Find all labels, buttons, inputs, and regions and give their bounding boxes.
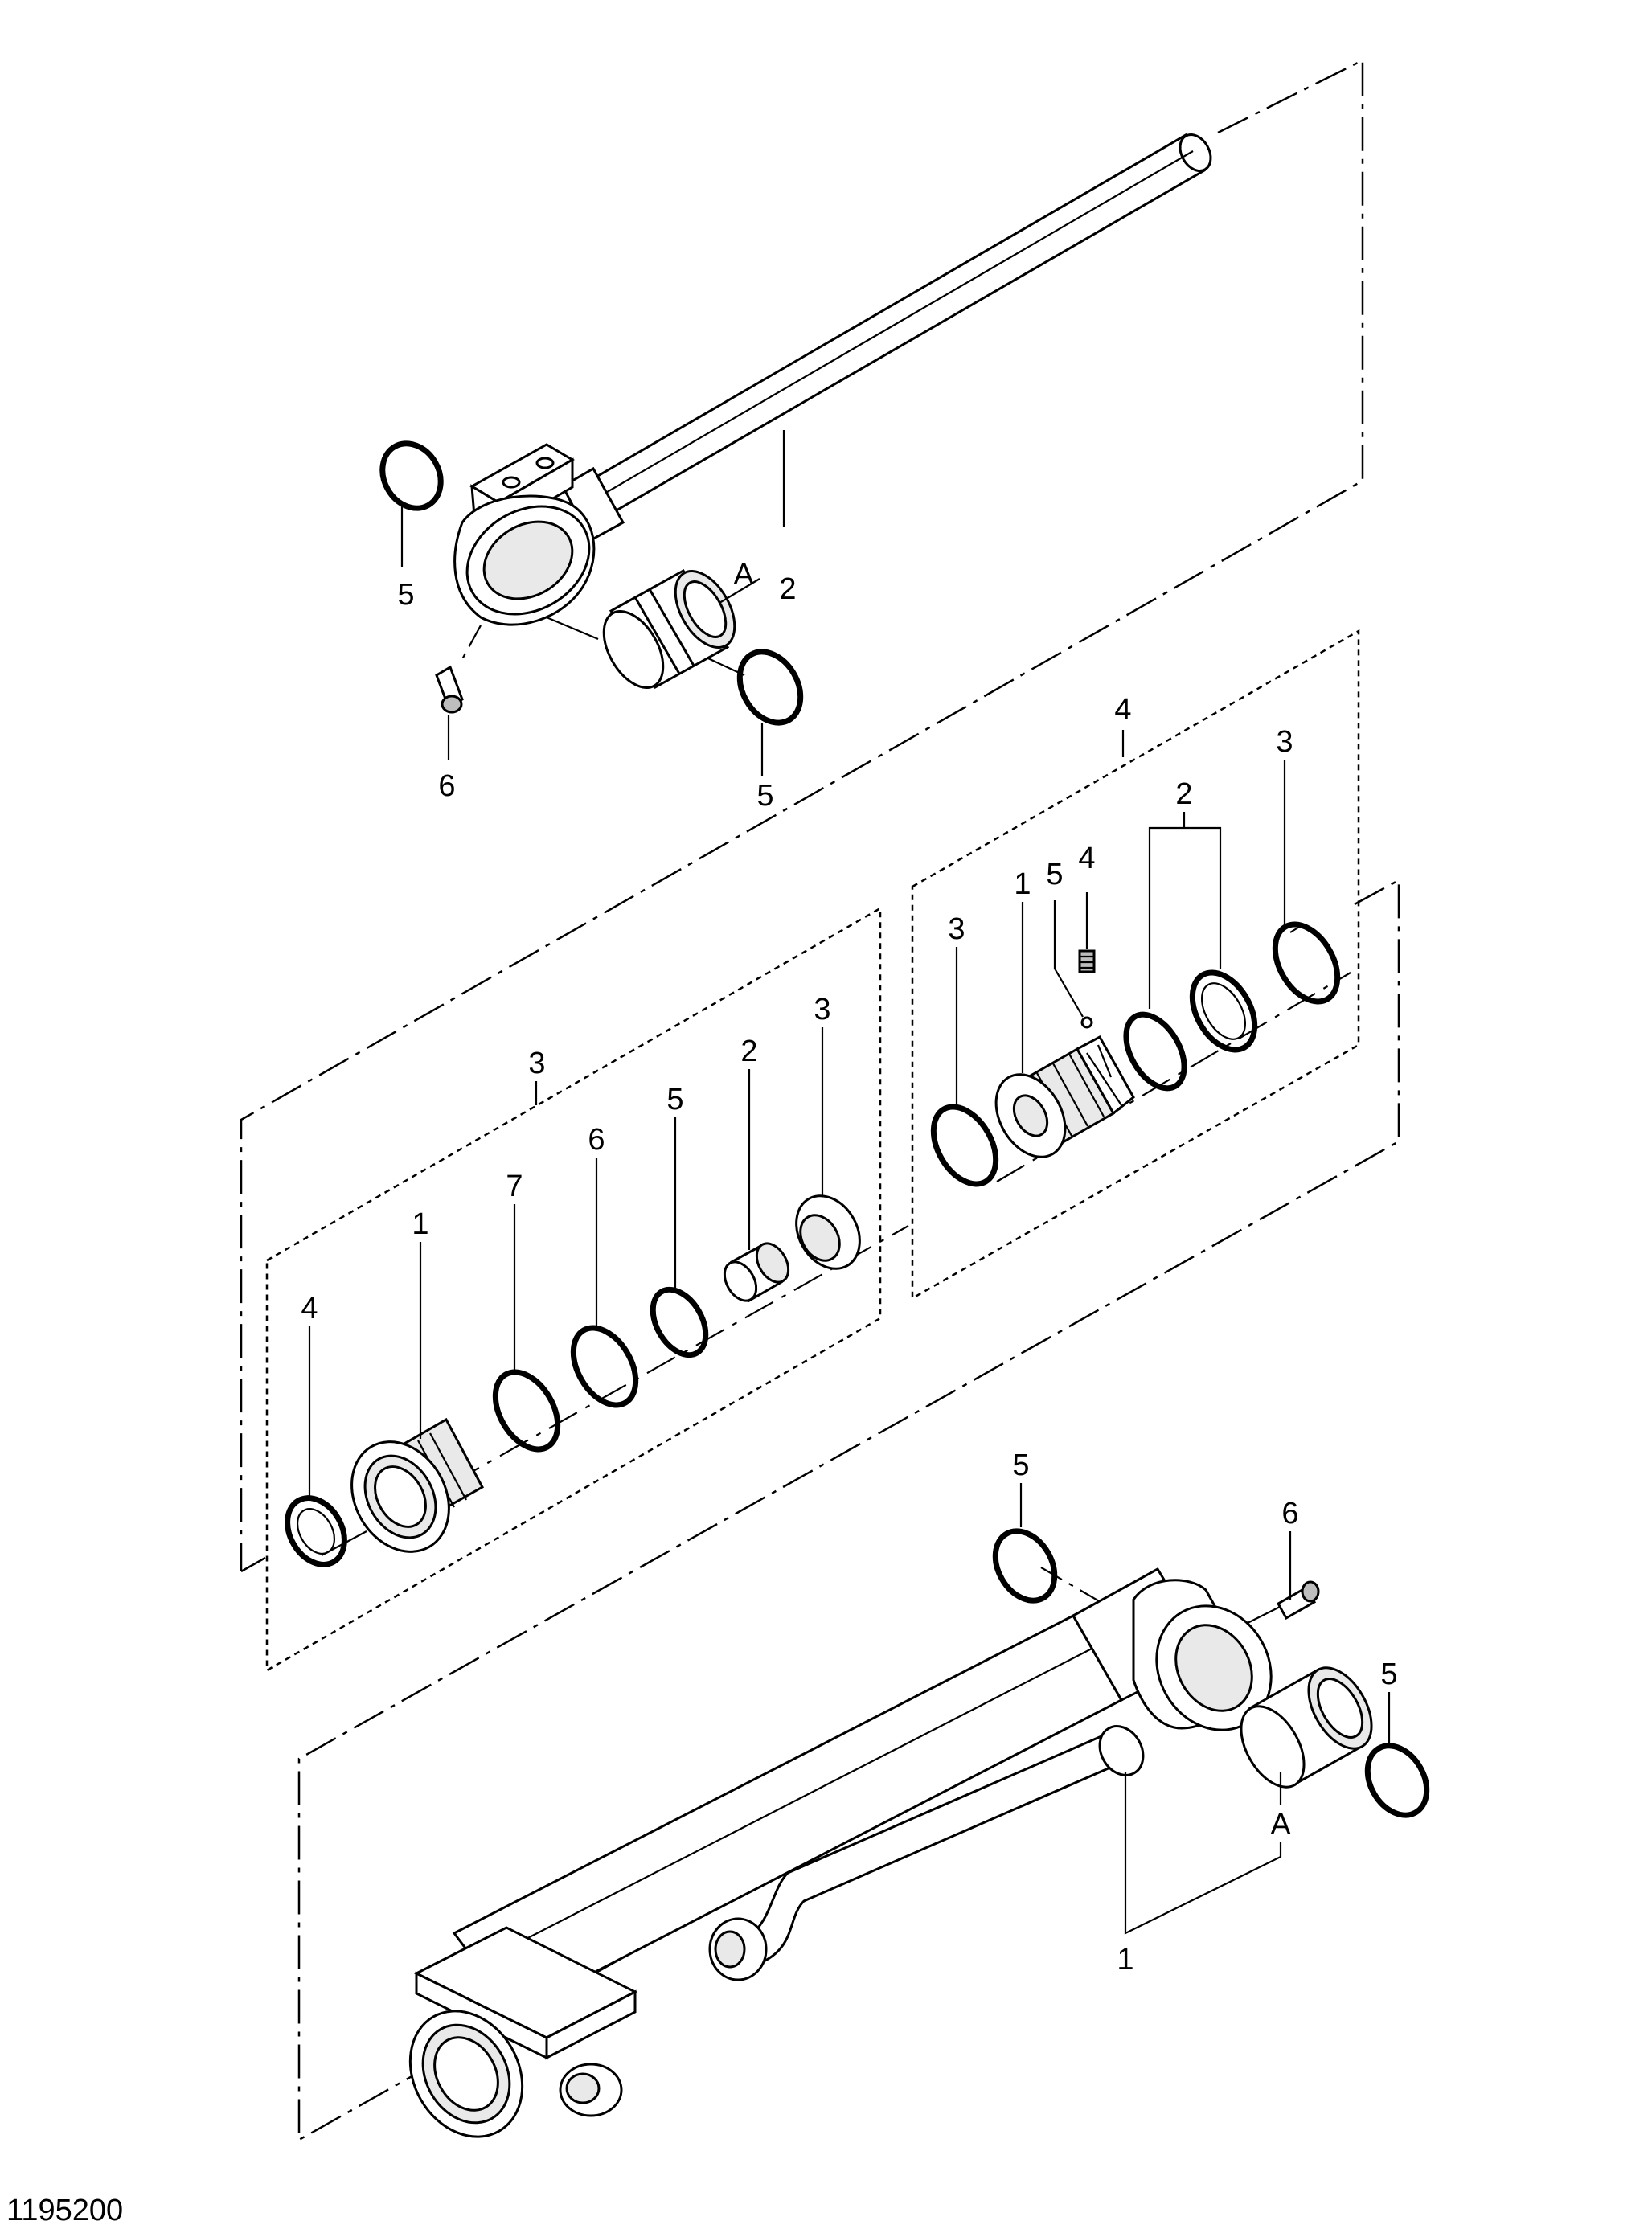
rod-bushing-groove-2 [648,588,695,666]
head-wiper [285,1495,347,1567]
callout-head-kit-group: 3 [528,1047,545,1080]
head-backup-ring [492,1369,561,1453]
leader-rod-bushing [719,578,760,604]
callout-piston-seals: 2 [1175,777,1192,811]
tube-pipe-boss [1098,1725,1145,1776]
tube-assembly [408,1528,1430,2138]
callout-rod-seal-upper-left: 5 [397,578,414,612]
rod-bushing-bore [683,580,728,638]
rod-bushing-back [602,610,665,689]
rod-highlight [598,150,1194,498]
leader-tube-assembly [1124,1772,1282,1935]
rod-bushing-groove [633,596,681,674]
rod-block-hole-2 [535,457,555,469]
callout-tube-bushing: A [1270,1808,1291,1842]
head-buffer-inner [799,1214,841,1262]
head-seal [650,1286,709,1358]
tube-bushing-bore [1316,1678,1364,1739]
callout-rod-assembly: 2 [779,572,796,606]
rod-seal-lower [736,649,804,726]
rod-assembly-frame [240,58,1364,1571]
rod-seal-upper-left [379,440,444,511]
head-bushing-back [723,1260,758,1302]
figure-id: 1195200 [6,2194,123,2227]
callout-piston-kit-group: 4 [1114,693,1131,727]
frame-tick [240,1556,266,1573]
callouts: 5 2 A 6 5 3 4 1 7 6 5 2 3 4 3 1 5 4 2 3 … [301,558,1397,1977]
tube-seal-right [1364,1743,1430,1818]
leader-piston-seals [1148,826,1222,1009]
tube-grease-fitting-tip [1301,1580,1320,1603]
callout-piston-body: 1 [1014,867,1031,901]
piston-kit-parts [930,921,1341,1187]
tube-bushing-back [1240,1705,1306,1789]
centerline-fitting [461,625,482,660]
head-wiper-inner [296,1508,336,1555]
callout-piston-wear-ring-right: 3 [1276,725,1293,759]
tube-head-bore [433,2036,499,2112]
callout-piston-set-screw: 4 [1078,842,1095,875]
centerline-head-2 [401,1225,909,1512]
callout-piston-wear-ring-left: 3 [948,912,965,946]
head-kit-parts [285,1194,861,1567]
callout-rod-bushing: A [733,558,754,592]
rod-end [1179,133,1212,172]
centerline-tube-seal [1040,1567,1166,1641]
piston-wear-ring-right [1272,921,1341,1005]
piston-seal-inner [1200,982,1247,1040]
head-kit-box [265,906,882,1673]
tube-head-port-inner [565,2072,601,2104]
callout-head-wiper: 4 [301,1292,318,1326]
callout-piston-ball: 5 [1046,858,1063,891]
callout-rod-grease-fitting: 6 [438,769,455,803]
piston-wear-ring-left [930,1104,999,1187]
piston-seal [1189,969,1258,1053]
callout-tube-seal-right: 5 [1380,1657,1397,1691]
head-gland-inner [374,1465,427,1528]
rod-grease-fitting-tip [441,695,463,714]
tube-seal-upper [992,1528,1058,1604]
callout-head-seal: 5 [666,1083,683,1117]
rod-eye-bore [482,520,574,600]
leader-lines [308,430,1391,1935]
piston-kit-box [911,629,1360,1301]
callout-tube-grease-fitting: 6 [1281,1497,1298,1530]
tube-eye-bore [1174,1624,1253,1712]
piston-bore [1012,1094,1049,1137]
tube-plate-side [545,1989,637,2060]
callout-tube-seal-upper: 5 [1012,1448,1029,1482]
head-oring [570,1325,639,1408]
head-bushing-front [755,1242,790,1284]
rod-block-hole-1 [502,476,521,489]
callout-head-bushing: 2 [740,1035,757,1068]
piston-ball [1080,1016,1093,1029]
callout-rod-seal-lower: 5 [756,779,773,813]
kit-boxes [265,629,1360,1673]
callout-tube-assembly: 1 [1117,1943,1133,1977]
callout-head-buffer: 3 [814,993,830,1026]
leader-piston-ball-2 [1054,968,1084,1018]
piston-oring [1123,1011,1187,1092]
tube-pipe-port-inner [714,1930,746,1969]
callout-head-backup-ring: 7 [506,1170,523,1203]
tube-barrel-line [482,1647,1094,1962]
callout-head-gland: 1 [412,1207,428,1241]
callout-head-oring: 6 [588,1123,605,1157]
piston-nut [1075,1035,1135,1116]
rod-assembly [379,133,1212,726]
